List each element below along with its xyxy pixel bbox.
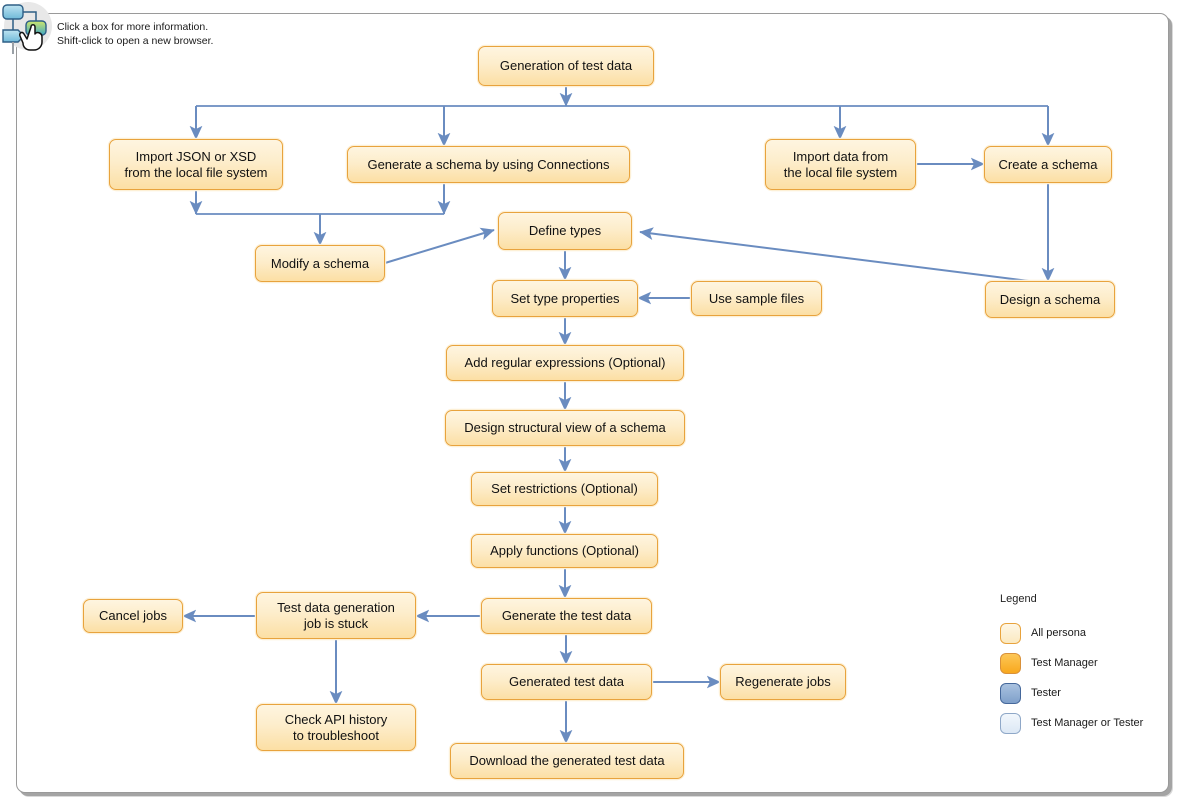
flow-node-use-sample-files[interactable]: Use sample files	[691, 281, 822, 316]
flow-node-cancel-jobs[interactable]: Cancel jobs	[83, 599, 183, 633]
flow-node-download-generated-test-data[interactable]: Download the generated test data	[450, 743, 684, 779]
flow-node-label: Set type properties	[510, 290, 620, 306]
flow-node-modify-a-schema[interactable]: Modify a schema	[255, 245, 385, 282]
flow-node-label: Design a schema	[999, 291, 1101, 307]
flow-node-label: Use sample files	[708, 290, 805, 306]
flow-node-define-types[interactable]: Define types	[498, 212, 632, 250]
all-persona-swatch	[1000, 622, 1021, 644]
flow-node-generate-the-test-data[interactable]: Generate the test data	[481, 598, 652, 634]
legend-item-tester: Tester	[1000, 678, 1175, 708]
flow-node-generate-schema-connections[interactable]: Generate a schema by using Connections	[347, 146, 630, 183]
flow-node-label: Create a schema	[998, 156, 1098, 172]
legend-item-test-manager: Test Manager	[1000, 648, 1175, 678]
flow-node-label: Design structural view of a schema	[464, 420, 666, 435]
flow-node-generation-of-test-data[interactable]: Generation of test data	[478, 46, 654, 86]
flow-node-label: Cancel jobs	[99, 608, 167, 623]
flow-node-label: Generated test data	[509, 674, 624, 689]
flow-node-label: Regenerate jobs	[735, 674, 831, 689]
flow-node-label: Apply functions (Optional)	[490, 543, 639, 558]
flow-node-add-regular-expressions[interactable]: Add regular expressions (Optional)	[446, 345, 684, 381]
legend-item-test-manager-or-tester: Test Manager or Tester	[1000, 708, 1175, 738]
flow-node-label: Download the generated test data	[469, 753, 665, 768]
flow-node-label: Define types	[528, 223, 602, 238]
flow-node-regenerate-jobs[interactable]: Regenerate jobs	[720, 664, 846, 700]
flow-node-label: Generate a schema by using Connections	[367, 156, 610, 172]
flow-node-label: Generate the test data	[501, 608, 632, 623]
legend-item-label: All persona	[1031, 627, 1087, 639]
test-manager-or-tester-swatch	[1000, 712, 1021, 734]
tester-swatch	[1000, 682, 1021, 704]
legend-title: Legend	[1000, 593, 1037, 605]
legend-item-label: Test Manager or Tester	[1031, 717, 1144, 729]
hint-text: Click a box for more information. Shift-…	[57, 21, 213, 48]
flow-node-label: Generation of test data	[499, 58, 633, 73]
flow-node-set-restrictions[interactable]: Set restrictions (Optional)	[471, 472, 658, 506]
flow-node-design-structural-view[interactable]: Design structural view of a schema	[445, 410, 685, 446]
flow-node-generated-test-data[interactable]: Generated test data	[481, 664, 652, 700]
legend-item-label: Tester	[1031, 687, 1061, 699]
flow-node-label: Modify a schema	[270, 255, 370, 271]
test-manager-swatch	[1000, 652, 1021, 674]
flow-node-create-a-schema[interactable]: Create a schema	[984, 146, 1112, 183]
flow-node-apply-functions[interactable]: Apply functions (Optional)	[471, 534, 658, 568]
hint-line-2: Shift-click to open a new browser.	[57, 34, 214, 47]
flow-node-label: Add regular expressions (Optional)	[464, 355, 666, 370]
flow-node-label: Set restrictions (Optional)	[491, 481, 638, 496]
legend-item-all-persona: All persona	[1000, 618, 1175, 648]
legend-item-label: Test Manager	[1031, 657, 1098, 669]
flowchart-pointer-icon	[0, 0, 56, 56]
flow-node-set-type-properties[interactable]: Set type properties	[492, 280, 638, 317]
hint-line-1: Click a box for more information.	[57, 21, 209, 33]
flow-node-design-a-schema[interactable]: Design a schema	[985, 281, 1115, 318]
